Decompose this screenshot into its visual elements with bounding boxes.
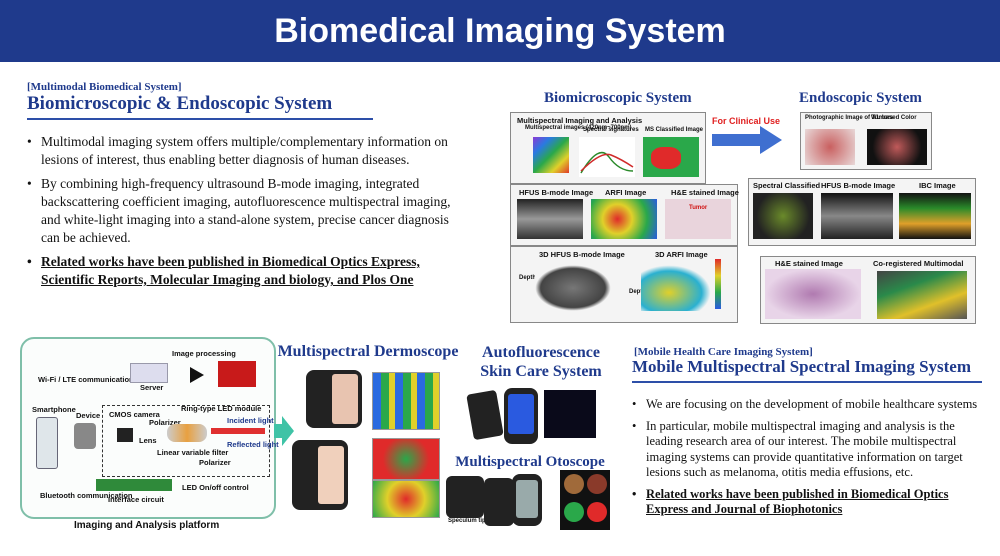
photo-image [805,129,855,165]
bio-3d-panel: 3D HFUS B-mode Image Depth 3D ARFI Image… [510,246,738,323]
dermoscope-title: Multispectral Dermoscope [277,343,459,360]
clinical-label: For Clinical Use [712,116,781,126]
clinical-arrow-head [760,126,782,154]
endo-photo-panel: Photographic Image of Tumors WL based Co… [800,112,932,170]
skincare-phone [504,388,538,444]
mobile-section-title: Mobile Multispectral Spectral Imaging Sy… [632,357,972,376]
clinical-arrow [712,134,762,146]
biomicroscopic-title: Biomicroscopic System [544,90,692,106]
section-title: Biomicroscopic & Endoscopic System [27,93,333,114]
endo-modal-panel: Spectral Classified HFUS B-mode Image IB… [748,178,976,246]
multimodal-bullets: •Multimodal imaging system offers multip… [27,133,469,295]
dermoscope-heatmap-grid [372,372,440,430]
otoscope-results [560,470,610,530]
spectral-classified-image [753,193,813,239]
circuit-board-icon [96,479,172,491]
autofluorescence-title: Autofluorescence Skin Care System [480,344,602,380]
skincare-device [466,389,504,441]
section-rule [27,118,373,120]
spectral-signature-plot [579,137,635,177]
bullet-item: •Related works have been published in Bi… [27,254,420,287]
bullet-item: •We are focusing on the development of m… [632,397,978,411]
dermoscope-heatmap-1 [372,438,440,480]
endoscopic-title: Endoscopic System [799,90,922,106]
otoscope-tip-photo [446,476,484,518]
device-detail-box: CMOS camera Polarizer Ring-type LED modu… [102,404,279,477]
hfus-3d-image [535,265,611,311]
platform-arrow-head [282,416,294,446]
arfi-3d-image [641,265,711,311]
mobile-section-rule [632,381,982,383]
camera-icon [117,428,133,442]
led-ring-icon [167,424,207,442]
mobile-section-tag: [Mobile Health Care Imaging System] [634,346,813,358]
bullet-item: •Related works have been published in Bi… [632,486,949,517]
section-tag: [Multimodal Biomedical System] [27,81,182,93]
he-image: Tumor [665,199,731,239]
ibc-image [899,193,971,239]
device-icon [74,423,96,449]
colorbar [715,259,721,309]
mobile-bullets: •We are focusing on the development of m… [632,397,982,524]
bullet-item: •Multimodal imaging system offers multip… [27,134,448,167]
dermoscope-device-2 [292,440,348,510]
multispectral-panel: Multispectral Imaging and Analysis Multi… [510,112,706,184]
endo-he-image [765,269,861,319]
wl-image [867,129,927,165]
arfi-image [591,199,657,239]
dermoscope-device-1 [306,370,362,428]
processing-arrow [190,367,204,383]
coregistered-image [877,271,967,319]
server-icon [130,363,168,383]
hfus-image [517,199,583,239]
bullet-item: •In particular, mobile multispectral ima… [632,418,963,480]
bio-modal-panel: HFUS B-mode Image ARFI Image H&E stained… [510,184,739,246]
otoscope-device [484,478,514,526]
endo-hfus-image [821,193,893,239]
endo-he-panel: H&E stained Image Co-registered Multimod… [760,256,976,324]
page-title: Biomedical Imaging System [0,0,1000,62]
otoscope-title: Multispectral Otoscope [455,454,605,470]
processing-image [218,361,256,387]
platform-caption: Imaging and Analysis platform [74,520,220,531]
platform-arrow [274,424,284,438]
dermoscope-heatmap-2 [372,480,440,518]
bullet-item: •By combining high-frequency ultrasound … [27,176,451,245]
light-path [211,428,265,434]
multispectral-stack-image [533,137,569,173]
ms-classified-image [643,137,699,177]
fluorescence-image [544,390,596,438]
otoscope-phone [512,474,542,526]
imaging-platform-diagram: Image processing Wi-Fi / LTE communicati… [20,337,279,519]
smartphone-icon [36,417,58,469]
